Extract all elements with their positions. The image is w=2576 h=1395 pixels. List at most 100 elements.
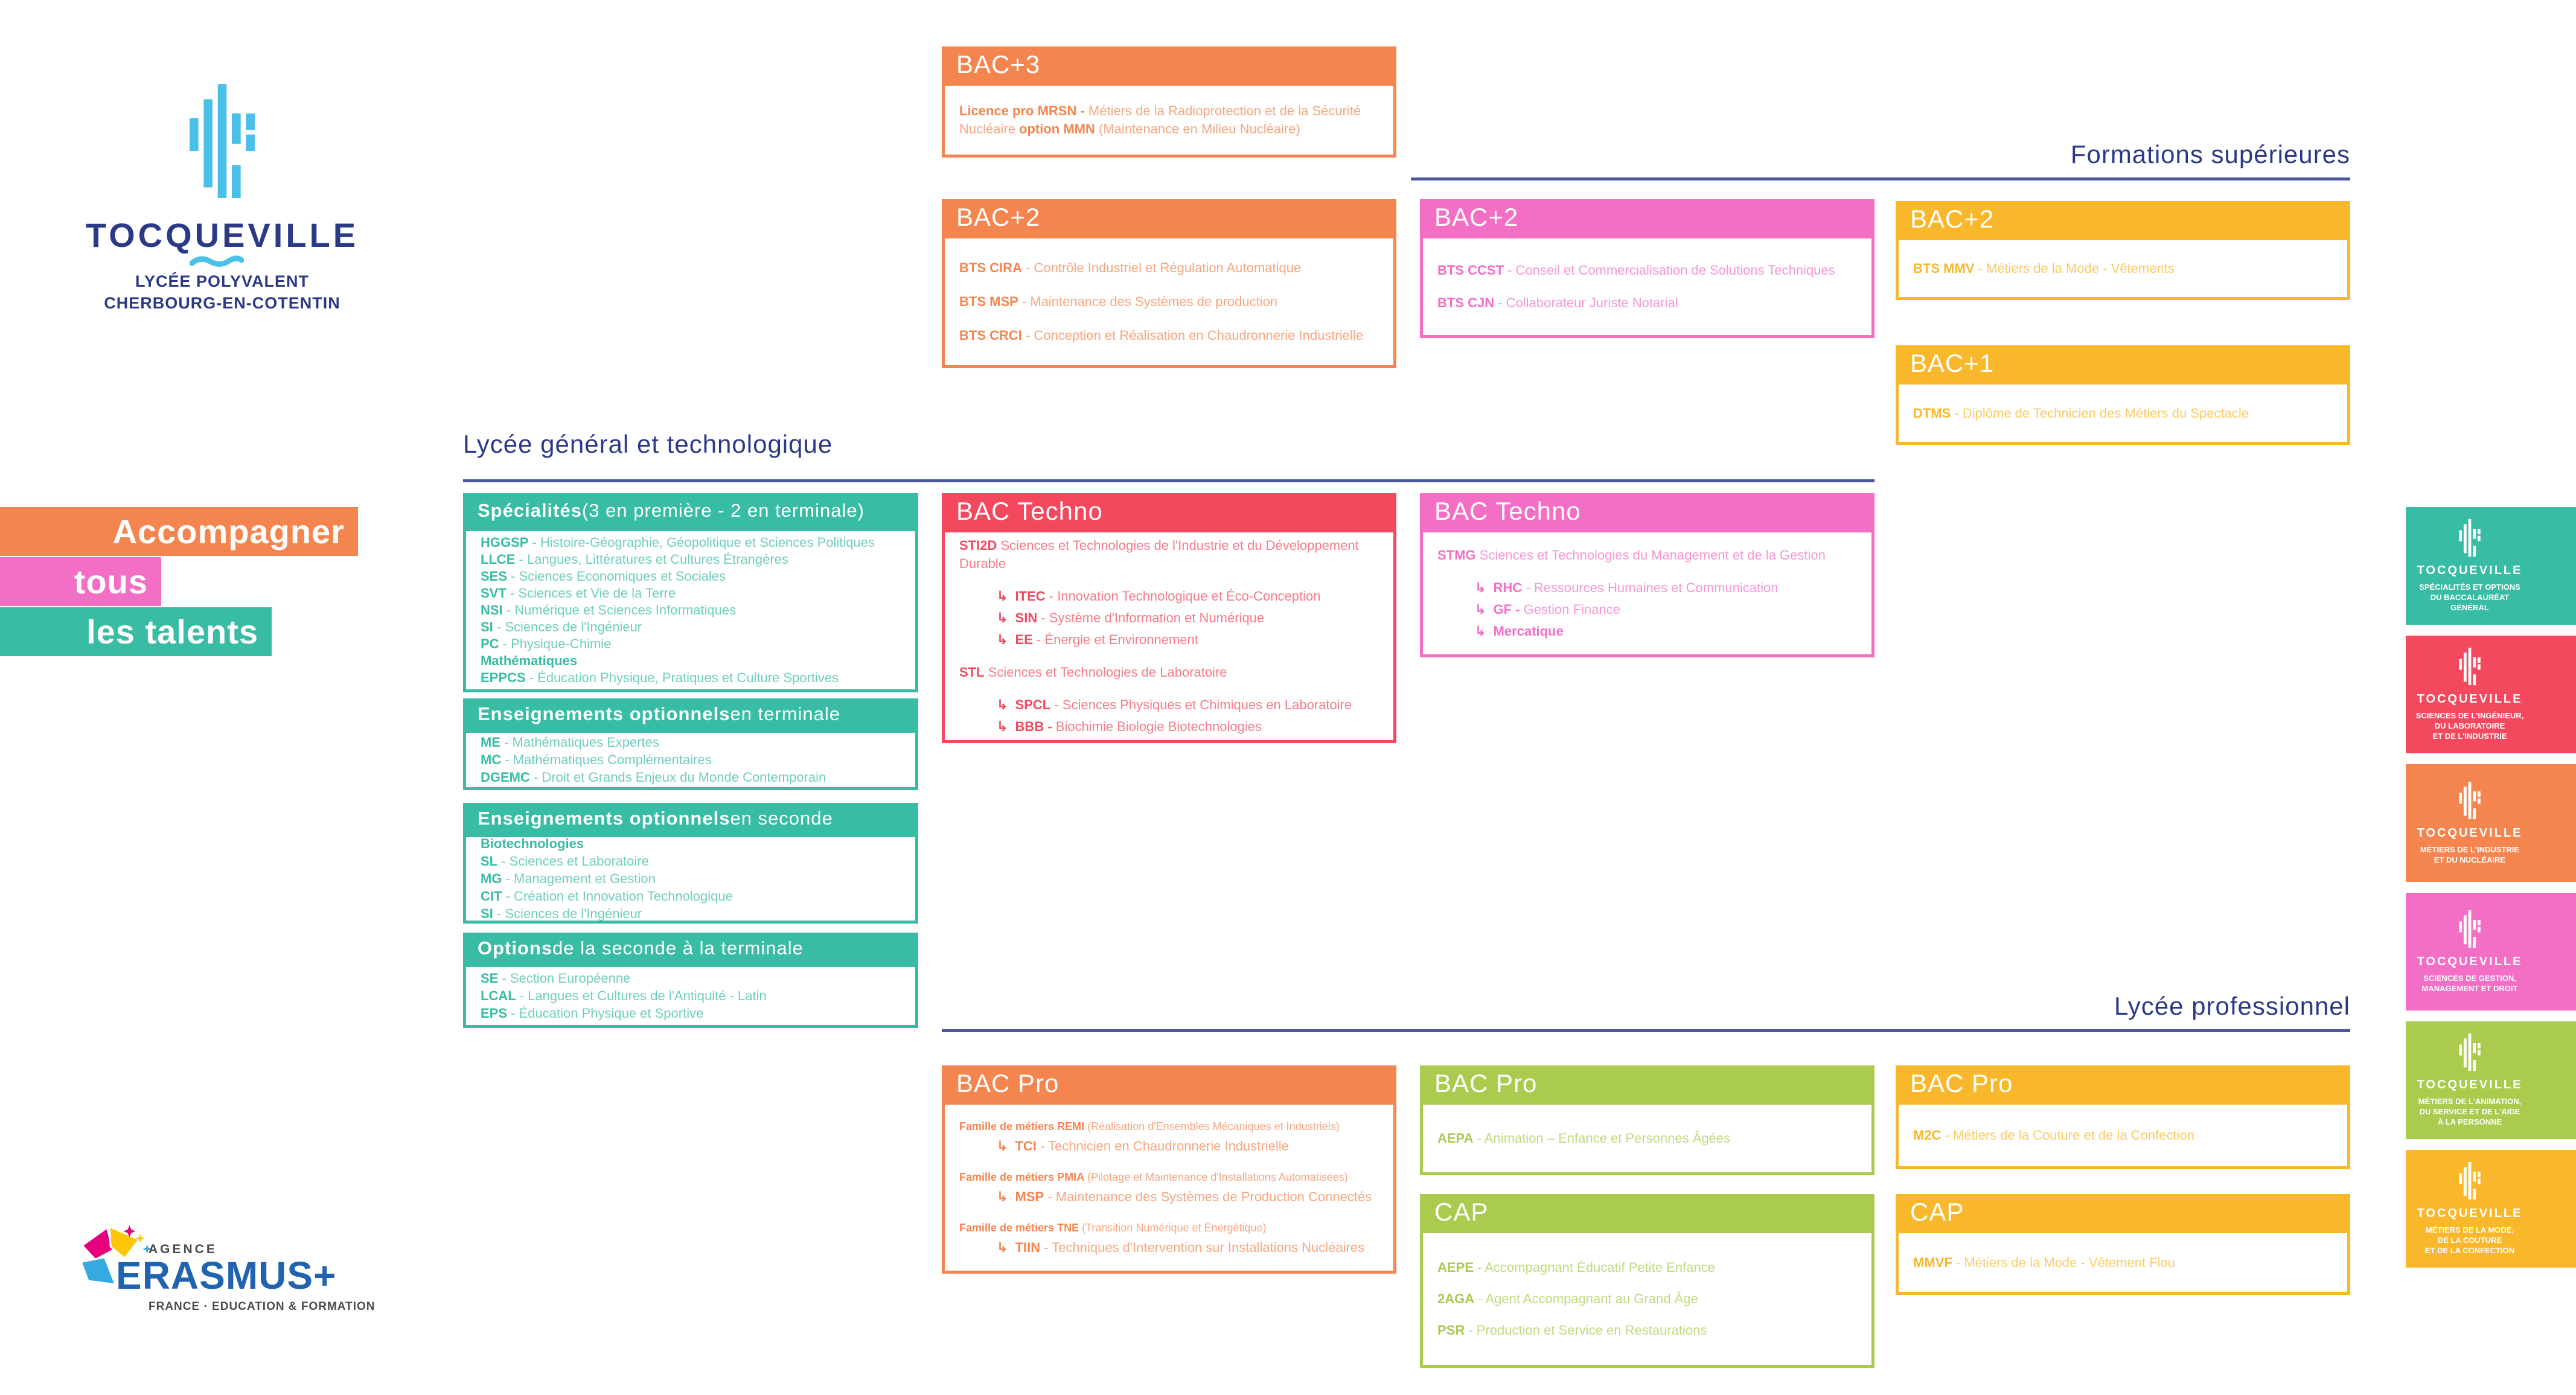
course-line: ME - Mathématiques Expertes (481, 735, 659, 750)
branch-arrow-icon: ↳ (997, 1138, 1012, 1154)
course-line: PSR - Production et Service en Restaurat… (1437, 1323, 1707, 1338)
course-line: STMG Sciences et Technologies du Managem… (1437, 547, 1826, 563)
q-wave-icon (190, 255, 244, 267)
course-line: SVT - Sciences et Vie de la Terre (481, 586, 676, 601)
sound-bars-icon (2459, 781, 2481, 819)
sound-bars-icon (2459, 1162, 2481, 1200)
tile-content: TOCQUEVILLE MÉTIERS DE LA MODE, DE LA COU… (2406, 1162, 2534, 1256)
tile-brand: TOCQUEVILLE (2417, 692, 2523, 706)
section-title-lycee-general: Lycée général et technologique (463, 430, 833, 458)
course-line: MMVF - Métiers de la Mode - Vêtement Flo… (1913, 1254, 2176, 1270)
course-line: CIT - Création et Innovation Technologiq… (481, 889, 733, 904)
course-line: 2AGA - Agent Accompagnant au Grand Âge (1437, 1291, 1698, 1306)
box-title: BAC+2 (1420, 199, 1874, 235)
sound-bars-icon (2459, 648, 2481, 686)
box-title: BAC Pro (1420, 1065, 1874, 1102)
school-branding: TOCQUEVILLE LYCÉE POLYVALENT CHERBOURG-E… (71, 83, 373, 314)
course-line: HGGSP - Histoire-Géographie, Géopolitiqu… (481, 535, 875, 550)
course-line: ↳ MSP - Maintenance des Systèmes de Prod… (997, 1189, 1372, 1204)
box-title: BAC Pro (1896, 1065, 2350, 1102)
tile-label: SCIENCES DE GESTION, MANAGEMENT ET DROIT (2421, 973, 2518, 993)
course-line: DTMS - Diplôme de Technicien des Métiers… (1913, 405, 2249, 421)
branch-arrow-icon: ↳ (997, 719, 1012, 734)
course-line: Famille de métiers REMI (Réalisation d'E… (959, 1120, 1340, 1132)
course-line: M2C - Métiers de la Couture et de la Con… (1913, 1128, 2194, 1143)
slogan-bar-1: Accompagner (0, 507, 358, 556)
course-line: ↳ RHC - Ressources Humaines et Communica… (1475, 580, 1779, 595)
sidebar-tile-red: TOCQUEVILLE SCIENCES DE L'INGÉNIEUR, DU L… (2406, 636, 2576, 753)
slogan-bar-2: tous (0, 557, 161, 606)
slogan-bar-3: les talents (0, 607, 272, 656)
course-line: Biotechnologies (481, 836, 584, 851)
slogan-text: Accompagner (112, 512, 345, 551)
box-title: BAC+3 (942, 46, 1396, 83)
sound-bars-logo-icon (190, 84, 255, 198)
box-specialites: Spécialités (3 en première - 2 en termin… (463, 493, 918, 692)
box-title: BAC Techno (1420, 493, 1874, 529)
school-name: TOCQUEVILLE (85, 216, 359, 254)
branch-arrow-icon: ↳ (997, 697, 1012, 712)
course-line: MG - Management et Gestion (481, 871, 656, 886)
course-line: Famille de métiers TNE (Transition Numér… (959, 1221, 1267, 1234)
branch-arrow-icon: ↳ (997, 589, 1012, 604)
course-line: ↳ TIIN - Techniques d'Intervention sur I… (997, 1239, 1365, 1255)
slogan-bars: Accompagner tous les talents (0, 507, 358, 656)
tile-label: MÉTIERS DE L'INDUSTRIE ET DU NUCLÉAIRE (2420, 844, 2520, 864)
course-line: PC - Physique-Chimie (481, 636, 612, 651)
course-line: SI - Sciences de l'Ingénieur (481, 906, 642, 921)
course-line: Licence pro MRSN - Métiers de la Radiopr… (959, 103, 1361, 136)
course-line: Mathématiques (481, 653, 578, 668)
course-line: STI2D Sciences et Technologies de l'Indu… (959, 538, 1359, 571)
erasmus-agency-label: AGENCE (149, 1242, 217, 1256)
box-title: BAC+1 (1896, 345, 2350, 381)
tile-label: SCIENCES DE L'INGÉNIEUR, DU LABORATOIRE … (2415, 711, 2524, 741)
sound-bars-icon (2459, 910, 2481, 948)
erasmus-star-icon (80, 1225, 152, 1286)
course-line: LCAL - Langues et Cultures de l'Antiquit… (481, 988, 767, 1003)
branch-arrow-icon: ↳ (1475, 580, 1490, 595)
slogan-text: les talents (86, 613, 258, 651)
course-line: LLCE - Langues, Littératures et Cultures… (481, 552, 788, 567)
course-line: MC - Mathématiques Complémentaires (481, 752, 712, 767)
box-title: CAP (1420, 1194, 1874, 1230)
section-rule-professionnel (942, 1029, 2350, 1032)
course-line: ↳ SPCL - Sciences Physiques et Chimiques… (997, 697, 1352, 712)
box-title: Enseignements optionnels en terminale (463, 698, 918, 730)
course-line: BTS CJN - Collaborateur Juriste Notarial (1437, 295, 1678, 310)
course-line: SE - Section Européenne (481, 971, 631, 986)
box-enseignements-optionnels-terminale: Enseignements optionnels en terminale ME … (463, 698, 918, 790)
sound-bars-icon (2459, 519, 2481, 557)
branch-arrow-icon: ↳ (1475, 602, 1490, 617)
tile-label: MÉTIERS DE L'ANIMATION, DU SERVICE ET DE… (2418, 1097, 2522, 1126)
school-subtitle-2: CHERBOURG-EN-COTENTIN (104, 294, 340, 312)
tile-label: MÉTIERS DE LA MODE, DE LA COUTURE ET DE … (2424, 1225, 2515, 1255)
course-line: ↳ ITEC - Innovation Technologique et Éco… (997, 589, 1321, 604)
branch-arrow-icon: ↳ (1475, 624, 1490, 639)
erasmus-name: ERASMUS+ (116, 1254, 337, 1297)
tile-content: TOCQUEVILLE MÉTIERS DE L'ANIMATION, DU SE… (2406, 1033, 2534, 1127)
tile-brand: TOCQUEVILLE (2417, 1078, 2523, 1091)
tile-brand: TOCQUEVILLE (2417, 1207, 2523, 1220)
tile-content: TOCQUEVILLE SCIENCES DE L'INGÉNIEUR, DU L… (2406, 648, 2534, 741)
course-line: EPS - Éducation Physique et Sportive (481, 1006, 704, 1021)
course-line: ↳ GF - Gestion Finance (1475, 602, 1620, 617)
sidebar-tile-green: TOCQUEVILLE MÉTIERS DE L'ANIMATION, DU SE… (2406, 1021, 2576, 1139)
section-title-lycee-professionnel: Lycée professionnel (2114, 992, 2350, 1020)
course-line: DGEMC - Droit et Grands Enjeux du Monde … (481, 770, 826, 785)
branch-arrow-icon: ↳ (997, 610, 1012, 625)
